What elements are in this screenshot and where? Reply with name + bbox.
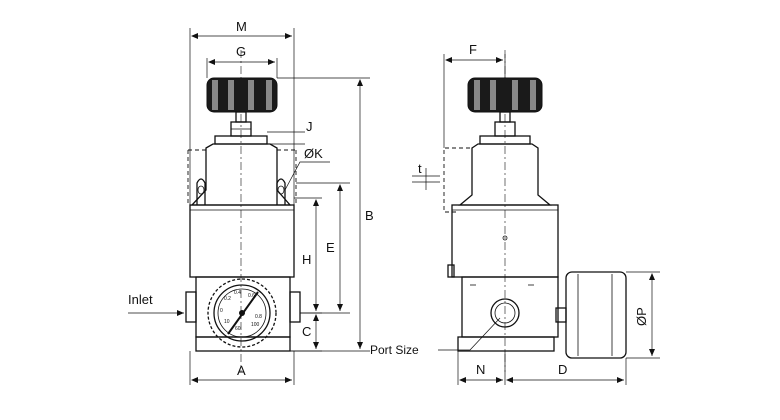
front-lugs [196,178,286,205]
side-knob [467,77,543,113]
label-E: E [326,240,335,255]
label-inlet: Inlet [128,292,153,307]
front-knob [206,77,278,113]
label-port-size: Port Size [370,343,419,357]
label-D: D [558,362,567,377]
label-N: N [476,362,485,377]
label-F: F [469,42,477,57]
port-size-opening [490,298,520,328]
svg-text:10: 10 [224,319,230,325]
svg-text:0.2: 0.2 [224,296,231,302]
svg-text:0.6: 0.6 [248,293,255,299]
label-M: M [236,19,247,34]
label-P: ØP [634,307,649,326]
pressure-gauge: 0.2 0.4 0.6 0 0.8 10 60 100 [207,278,277,348]
front-view: 0.2 0.4 0.6 0 0.8 10 60 100 M G B J ØK [128,19,374,385]
svg-text:100: 100 [251,322,260,328]
label-B: B [365,208,374,223]
side-view: t F ØP [370,42,660,385]
svg-text:0.4: 0.4 [234,290,241,296]
label-A: A [237,363,246,378]
label-J: J [306,119,313,134]
label-C: C [302,324,311,339]
side-gauge [555,271,627,359]
svg-text:60: 60 [235,326,241,332]
svg-text:0: 0 [220,308,223,314]
label-K: ØK [304,146,323,161]
label-G: G [236,44,246,59]
label-H: H [302,252,311,267]
label-t: t [418,161,422,176]
svg-text:0.8: 0.8 [255,314,262,320]
